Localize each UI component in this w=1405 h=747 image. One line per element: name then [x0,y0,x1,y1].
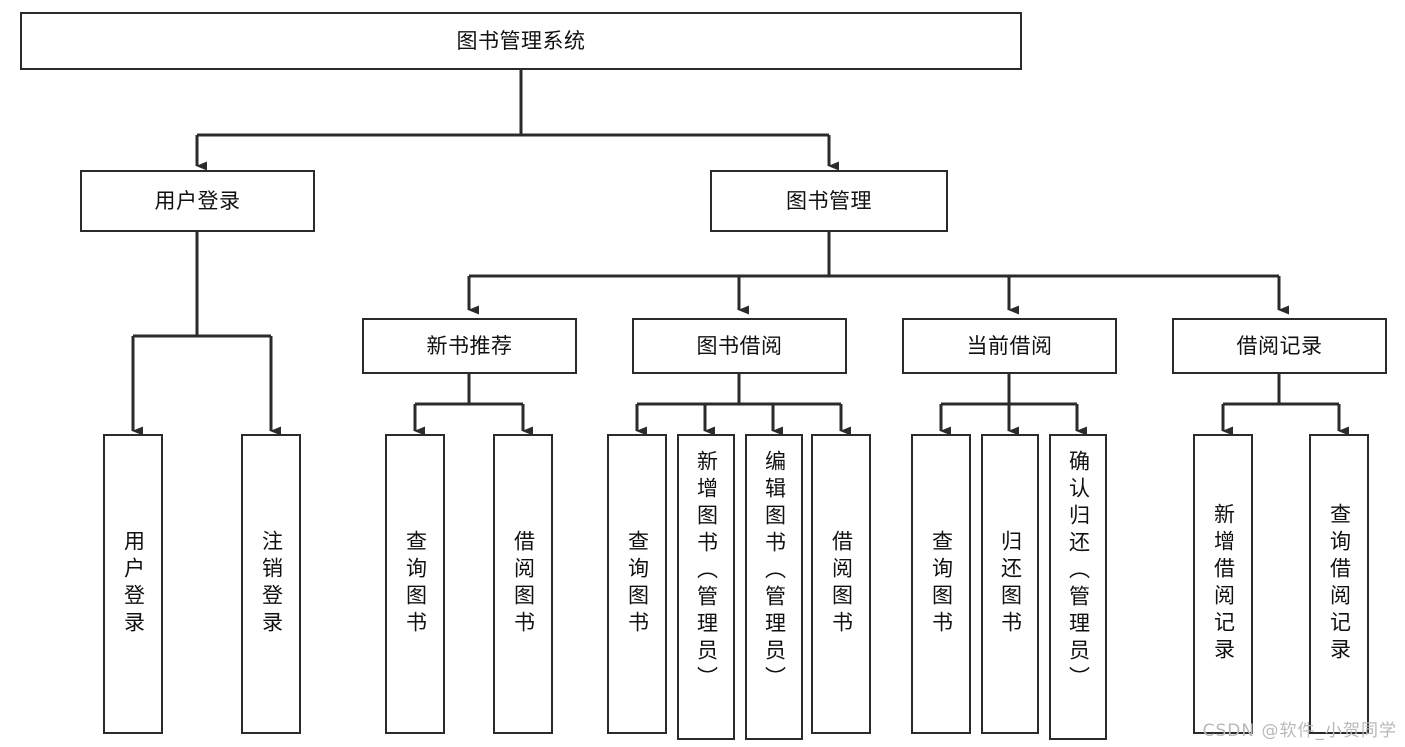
node-label: 图书管理 [786,188,872,213]
node-label: 查询借阅记录 [1327,503,1352,665]
node-label: 用户登录 [121,530,146,638]
node-label: 当前借阅 [966,333,1053,358]
node-new-book-recommend[interactable]: 新书推荐 [362,318,577,374]
leaf-logout[interactable]: 注销登录 [241,434,301,734]
node-label: 新增借阅记录 [1211,503,1236,665]
leaf-query-borrow-record[interactable]: 查询借阅记录 [1309,434,1369,734]
node-label: 图书管理系统 [456,28,586,53]
node-label: 借阅图书 [511,530,536,638]
node-label: 用户登录 [154,188,241,213]
leaf-add-book-admin[interactable]: 新增图书（管理员） [677,434,735,740]
node-label: 借阅图书 [829,530,854,638]
leaf-borrow-book-recommend[interactable]: 借阅图书 [493,434,553,734]
node-label: 查询图书 [403,530,428,638]
node-current-borrow[interactable]: 当前借阅 [902,318,1117,374]
leaf-add-borrow-record[interactable]: 新增借阅记录 [1193,434,1253,734]
node-borrow-record[interactable]: 借阅记录 [1172,318,1387,374]
node-label: 查询图书 [929,530,954,638]
csdn-watermark: CSDN @软件_小贺同学 [1202,721,1397,741]
node-label: 新增图书（管理员） [694,450,719,693]
node-label: 图书借阅 [696,333,783,358]
node-label: 归还图书 [998,530,1023,638]
leaf-return-book[interactable]: 归还图书 [981,434,1039,734]
node-label: 新书推荐 [426,333,513,358]
node-book-management[interactable]: 图书管理 [710,170,948,232]
leaf-borrow-book[interactable]: 借阅图书 [811,434,871,734]
leaf-confirm-return-admin[interactable]: 确认归还（管理员） [1049,434,1107,740]
leaf-query-book-borrow[interactable]: 查询图书 [607,434,667,734]
leaf-query-book-current[interactable]: 查询图书 [911,434,971,734]
node-label: 注销登录 [259,530,284,638]
leaf-user-login[interactable]: 用户登录 [103,434,163,734]
node-root-book-management-system[interactable]: 图书管理系统 [20,12,1022,70]
node-label: 确认归还（管理员） [1066,450,1091,693]
leaf-edit-book-admin[interactable]: 编辑图书（管理员） [745,434,803,740]
leaf-query-book-recommend[interactable]: 查询图书 [385,434,445,734]
node-book-borrow[interactable]: 图书借阅 [632,318,847,374]
node-label: 查询图书 [625,530,650,638]
node-label: 编辑图书（管理员） [762,450,787,693]
node-user-login[interactable]: 用户登录 [80,170,315,232]
node-label: 借阅记录 [1236,333,1323,358]
